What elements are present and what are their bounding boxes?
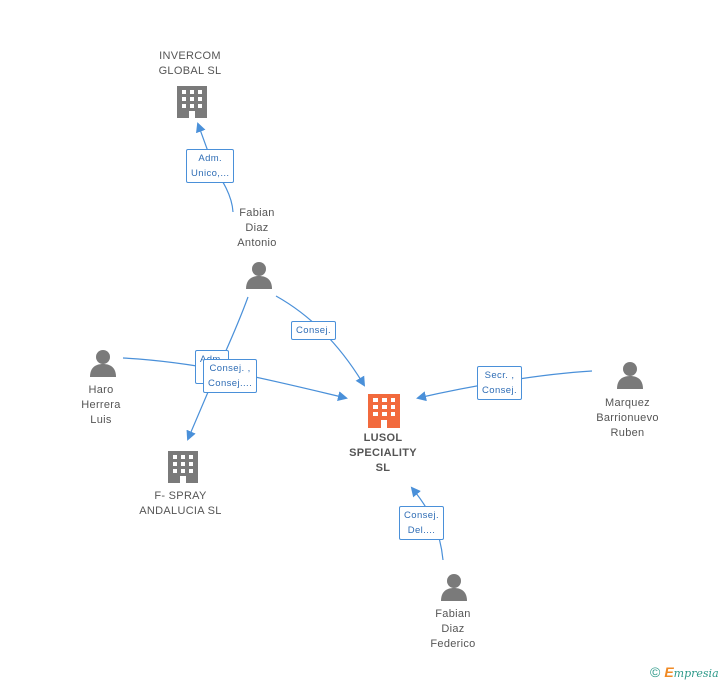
node-label-line: Fabian	[435, 608, 471, 620]
node-label-line: Diaz	[245, 222, 269, 234]
edge-label-line: Consej.	[296, 325, 332, 336]
node-label-line: Diaz	[441, 623, 465, 635]
node-label-line: GLOBAL SL	[158, 65, 222, 77]
edge-label-adm-unico[interactable]: Adm. Unico,...	[186, 149, 235, 183]
edge-label-line: Secr. ,	[484, 370, 515, 381]
person-icon-marquez[interactable]	[617, 362, 643, 389]
node-label-line: ANDALUCIA SL	[139, 505, 222, 517]
building-icon-lusol[interactable]	[368, 394, 400, 428]
node-label-line: Luis	[90, 414, 112, 426]
edge-label-secr[interactable]: Secr. , Consej.	[477, 366, 523, 400]
node-label-line: Federico	[430, 638, 476, 650]
empresia-logo-letter: E	[664, 664, 674, 680]
node-label-marquez[interactable]: Marquez Barrionuevo Ruben	[585, 396, 670, 441]
edge-label-line: Consej.	[482, 385, 518, 396]
edge-label-line: Unico,...	[191, 168, 230, 179]
node-label-line: Haro	[88, 384, 114, 396]
node-label-line: F- SPRAY	[154, 490, 207, 502]
node-label-line: Herrera	[81, 399, 121, 411]
node-label-line: SL	[375, 462, 391, 474]
empresia-logo-text: mpresia	[673, 667, 719, 680]
node-label-fspray[interactable]: F- SPRAY ANDALUCIA SL	[128, 489, 233, 519]
edge-label-line: Consej....	[208, 378, 253, 389]
node-label-haro[interactable]: Haro Herrera Luis	[66, 383, 136, 428]
edge-label-consej-haro[interactable]: Consej. , Consej....	[203, 359, 258, 393]
node-label-line: SPECIALITY	[349, 447, 417, 459]
edge-label-consej-fabian[interactable]: Consej.	[291, 321, 337, 340]
node-label-line: Ruben	[610, 427, 645, 439]
node-label-lusol[interactable]: LUSOL SPECIALITY SL	[337, 431, 429, 476]
building-icon-invercom[interactable]	[177, 86, 207, 118]
node-label-line: LUSOL	[363, 432, 403, 444]
edge-label-line: Consej. ,	[209, 363, 251, 374]
building-icon-fspray[interactable]	[168, 451, 198, 483]
edge-label-line: Del....	[407, 525, 436, 536]
person-icon-fabian-federico[interactable]	[441, 574, 467, 601]
edge-label-consej-del[interactable]: Consej. Del....	[399, 506, 445, 540]
node-label-line: INVERCOM	[159, 50, 221, 62]
person-icon-fabian-antonio[interactable]	[246, 262, 272, 289]
node-label-line: Marquez	[605, 397, 650, 409]
copyright-icon: ©	[650, 664, 661, 680]
node-label-line: Barrionuevo	[596, 412, 659, 424]
node-label-fabian-federico[interactable]: Fabian Diaz Federico	[417, 607, 489, 652]
person-icon-haro[interactable]	[90, 350, 116, 377]
node-label-line: Fabian	[239, 207, 275, 219]
edge-fabian-antonio-to-lusol[interactable]	[275, 295, 366, 387]
edge-label-line: Adm.	[198, 153, 223, 164]
node-label-invercom[interactable]: INVERCOM GLOBAL SL	[150, 49, 230, 79]
node-label-fabian-antonio[interactable]: Fabian Diaz Antonio	[222, 206, 292, 251]
node-label-line: Antonio	[237, 237, 277, 249]
empresia-credit[interactable]: ©Empresia	[650, 664, 719, 680]
edge-label-line: Consej.	[404, 510, 440, 521]
